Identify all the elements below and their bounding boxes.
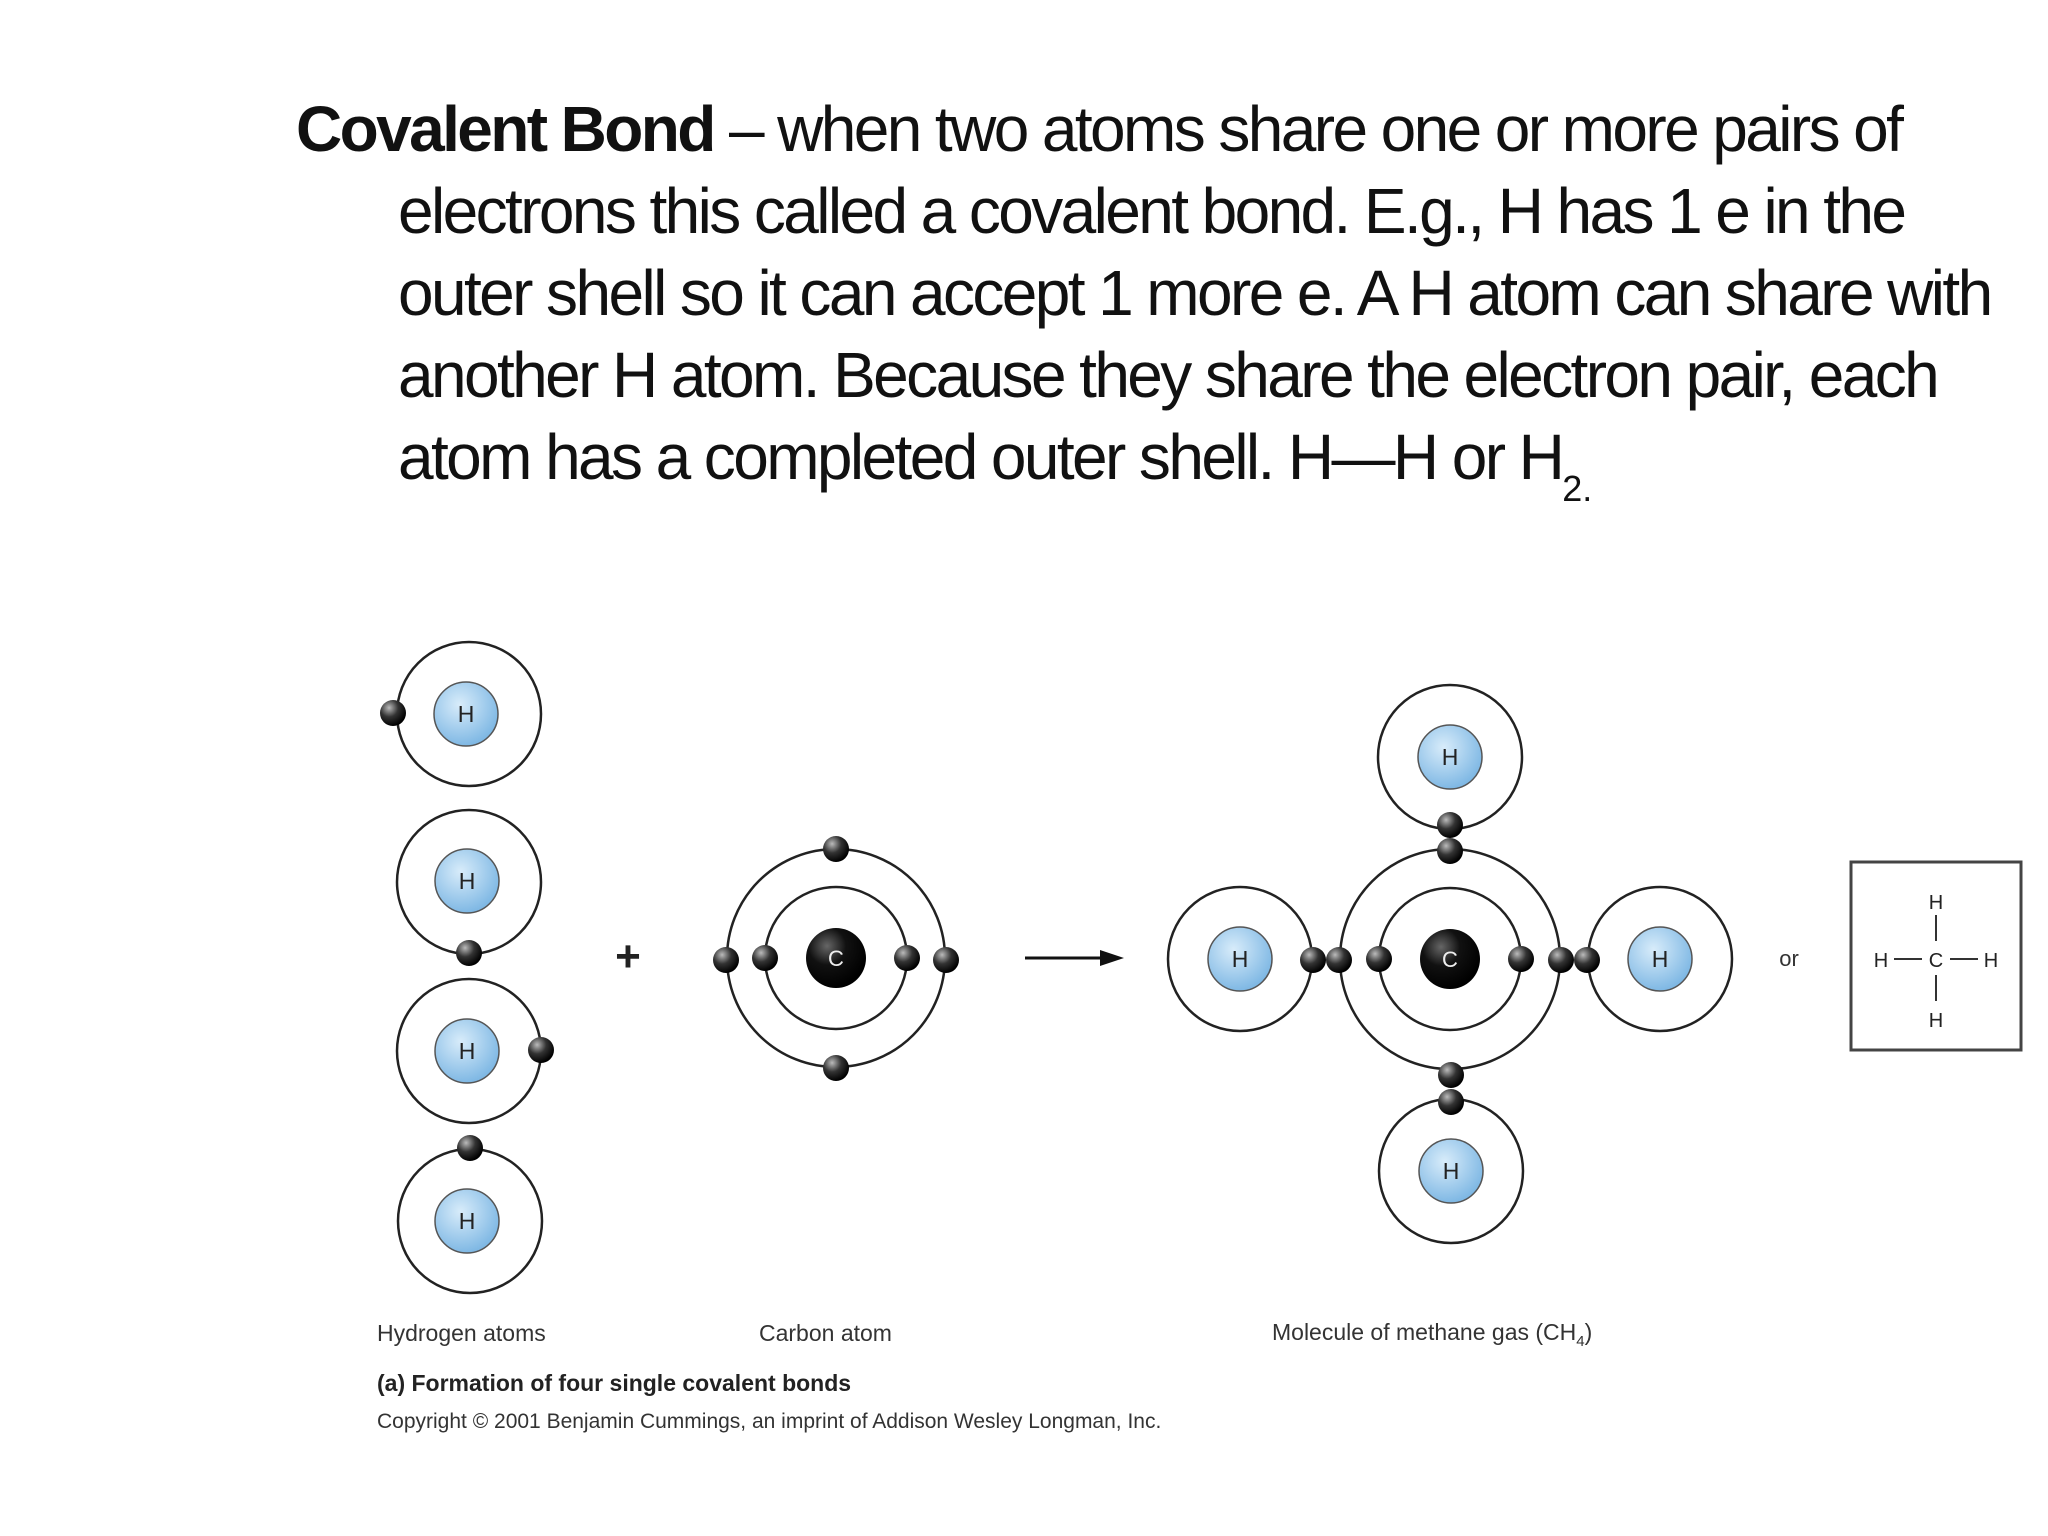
hydrogen-symbol-bottom: H [1443, 1158, 1460, 1184]
shared-electron-right-2 [1574, 947, 1600, 973]
copyright: Copyright © 2001 Benjamin Cummings, an i… [377, 1410, 1161, 1433]
outer-electron-top [823, 836, 849, 862]
formula-box [1849, 860, 2023, 1052]
hydrogen-nucleus-left [1207, 926, 1273, 992]
caption-hydrogen-atoms: Hydrogen atoms [377, 1320, 546, 1346]
shared-electron-bottom-2 [1438, 1089, 1464, 1115]
definition-text: Covalent Bond – when two atoms share one… [296, 88, 1996, 509]
inner-electron-right [1508, 946, 1534, 972]
hydrogen-atom-4: H [396, 1135, 544, 1295]
definition-line-3: outer shell so it can accept 1 more e. A… [398, 257, 1993, 329]
reaction-arrow [1025, 950, 1124, 966]
carbon-nucleus [1420, 929, 1480, 989]
definition-line-5: atom has a completed outer shell. H—H or… [296, 416, 1996, 509]
inner-electron-left [752, 945, 778, 971]
shared-electron-top-1 [1437, 812, 1463, 838]
hydrogen-symbol-top: H [1442, 744, 1459, 770]
hydrogen-symbol-left: H [1232, 946, 1249, 972]
formula-h-top: H [1929, 892, 1943, 914]
shared-electron-left-1 [1300, 947, 1326, 973]
electron [457, 1135, 483, 1161]
or-label: or [1779, 946, 1799, 971]
methane-molecule: C H H H H [1166, 683, 1734, 1245]
shared-electron-top-2 [1437, 838, 1463, 864]
formula-h-left: H [1874, 950, 1888, 972]
carbon-nucleus [806, 928, 866, 988]
shared-electron-left-2 [1326, 947, 1352, 973]
hydrogen-atom-3: H [395, 977, 554, 1125]
formula-h-bottom: H [1929, 1010, 1943, 1032]
shared-electron-right-1 [1548, 947, 1574, 973]
formula-c-center: C [1929, 950, 1943, 972]
hydrogen-nucleus [434, 1188, 500, 1254]
hydrogen-symbol: H [459, 1208, 476, 1234]
carbon-atom: C [713, 836, 959, 1081]
inner-electron-left [1366, 946, 1392, 972]
definition-line-2: electrons this called a covalent bond. E… [398, 175, 1907, 247]
caption-methane-close: ) [1585, 1319, 1593, 1345]
definition-line-1-rest: – when two atoms share one or more pairs… [713, 93, 1904, 165]
hydrogen-symbol: H [459, 1038, 476, 1064]
definition-line-4: another H atom. Because they share the e… [398, 339, 1940, 411]
caption-carbon-atom: Carbon atom [759, 1320, 892, 1346]
electron [528, 1037, 554, 1063]
hydrogen-symbol: H [458, 701, 475, 727]
outer-electron-right [933, 947, 959, 973]
carbon-symbol: C [1442, 947, 1458, 972]
hydrogen-nucleus [434, 848, 500, 914]
hydrogen-nucleus [434, 1018, 500, 1084]
outer-electron-left [713, 947, 739, 973]
hydrogen-symbol: H [459, 868, 476, 894]
inner-electron-right [894, 945, 920, 971]
hydrogen-atom-1: H [380, 640, 543, 788]
arrow-head [1100, 950, 1124, 966]
electron [456, 940, 482, 966]
hydrogen-nucleus-right [1627, 926, 1693, 992]
hydrogen-symbol-right: H [1652, 946, 1669, 972]
outer-electron-bottom [823, 1055, 849, 1081]
hydrogen-nucleus-top [1417, 724, 1483, 790]
h2-subscript: 2. [1562, 468, 1593, 509]
formula-h-right: H [1984, 950, 1998, 972]
definition-line-5-text: atom has a completed outer shell. H—H or… [398, 421, 1565, 493]
caption-methane-text: Molecule of methane gas (CH [1272, 1319, 1576, 1345]
hydrogen-atom-2: H [395, 808, 543, 966]
electron [380, 700, 406, 726]
structural-formula: H H C H H [1849, 860, 2023, 1052]
carbon-symbol: C [828, 946, 844, 971]
caption-methane-subscript: 4 [1576, 1333, 1584, 1350]
definition-line-1: Covalent Bond – when two atoms share one… [296, 88, 1996, 170]
term-covalent-bond: Covalent Bond [296, 93, 716, 165]
plus-sign: + [615, 932, 641, 981]
caption-methane: Molecule of methane gas (CH4) [1272, 1319, 1592, 1350]
hydrogen-nucleus [433, 681, 499, 747]
hydrogen-nucleus-bottom [1418, 1138, 1484, 1204]
shared-electron-bottom-1 [1438, 1062, 1464, 1088]
figure-title: (a) Formation of four single covalent bo… [377, 1370, 851, 1396]
